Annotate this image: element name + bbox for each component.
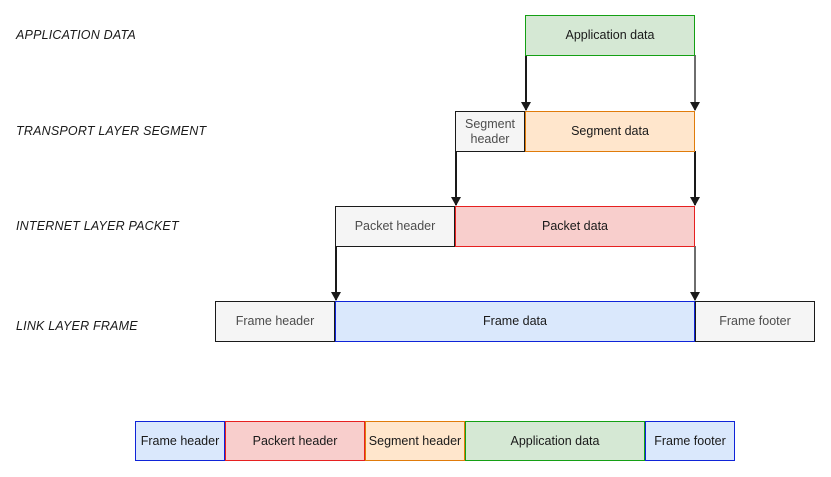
layer-label-link: LINK LAYER FRAME (16, 319, 138, 333)
packet-header-box[interactable]: Packet header (335, 206, 455, 247)
segment-data-box[interactable]: Segment data (525, 111, 695, 152)
legend-segment-header-box[interactable]: Segment header (365, 421, 465, 461)
layer-label-internet: INTERNET LAYER PACKET (16, 219, 179, 233)
frame-data-box[interactable]: Frame data (335, 301, 695, 342)
legend-frame-footer-box[interactable]: Frame footer (645, 421, 735, 461)
packet-data-box[interactable]: Packet data (455, 206, 695, 247)
legend-frame-header-box[interactable]: Frame header (135, 421, 225, 461)
legend-packet-header-box[interactable]: Packert header (225, 421, 365, 461)
application-data-box[interactable]: Application data (525, 15, 695, 56)
segment-header-box[interactable]: Segment header (455, 111, 525, 152)
layer-label-application: APPLICATION DATA (16, 28, 136, 42)
frame-footer-box[interactable]: Frame footer (695, 301, 815, 342)
frame-header-box[interactable]: Frame header (215, 301, 335, 342)
legend-application-data-box[interactable]: Application data (465, 421, 645, 461)
layer-label-transport: TRANSPORT LAYER SEGMENT (16, 124, 207, 138)
